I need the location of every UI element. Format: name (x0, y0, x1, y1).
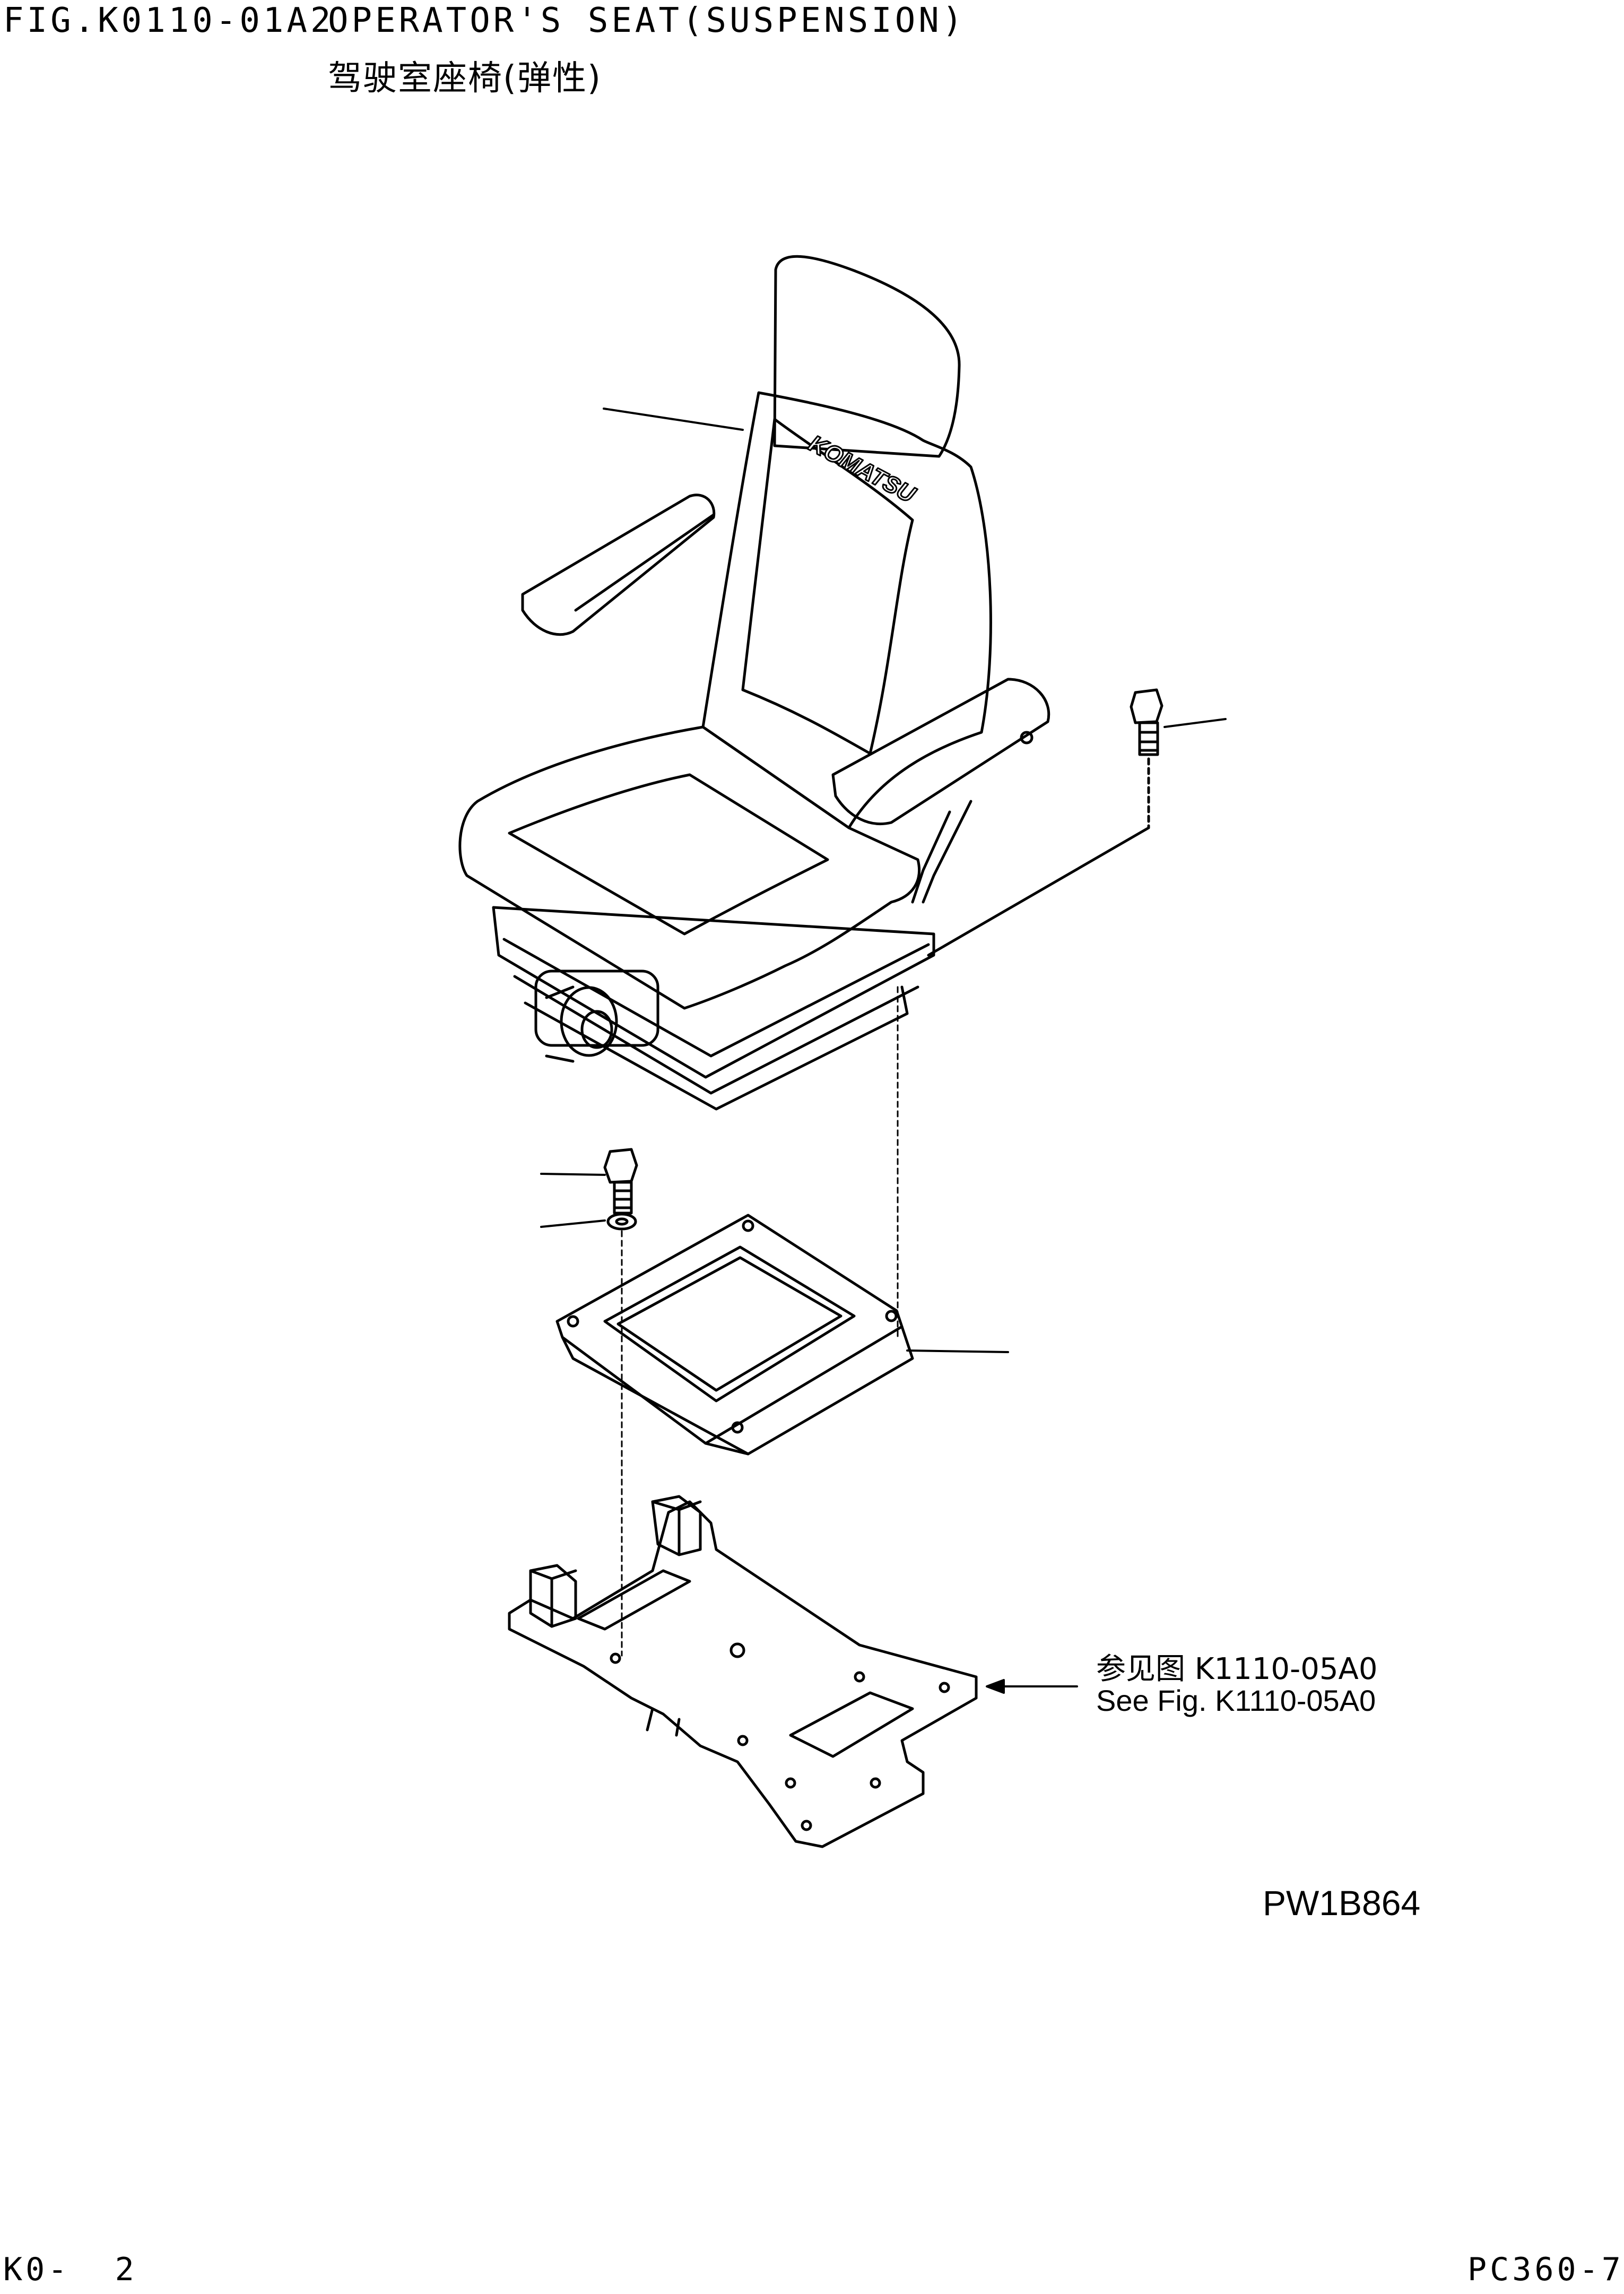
lock-washer (606, 1213, 637, 1231)
seat-headrest (773, 255, 961, 458)
armrest-bracket (911, 800, 972, 904)
armrest-right (831, 678, 1050, 826)
height-adjust-knob (534, 969, 659, 1063)
seat-logo: KOMATSU (804, 430, 920, 508)
bolt-left (603, 1148, 638, 1657)
machine-model: PC360-7 (1467, 2251, 1624, 2288)
floor-mounting-plate (508, 1495, 978, 1848)
armrest-left (521, 494, 716, 636)
reference-note-chinese: 参见图 K1110-05A0 (1096, 1652, 1378, 1686)
bolt-upper (927, 688, 1163, 957)
seat-mounting-frame (555, 1214, 914, 1456)
seat-cushion-panel (508, 773, 829, 936)
drawing-number: PW1B864 (1263, 1883, 1421, 1923)
title-english: OPERATOR'S SEAT(SUSPENSION) (328, 1, 966, 40)
seat-backrest (701, 391, 992, 829)
reference-note-english: See Fig. K1110-05A0 (1096, 1684, 1376, 1717)
title-chinese: 驾驶室座椅(弹性) (328, 59, 602, 98)
seat-cushion (458, 725, 921, 1010)
leader-lines (540, 408, 1227, 1694)
page-number: K0- 2 (3, 2251, 137, 2288)
operator-seat: KOMATSU (458, 255, 1050, 1111)
figure-id: FIG.K0110-01A2 (3, 1, 334, 40)
seat-suspension (492, 906, 935, 1079)
